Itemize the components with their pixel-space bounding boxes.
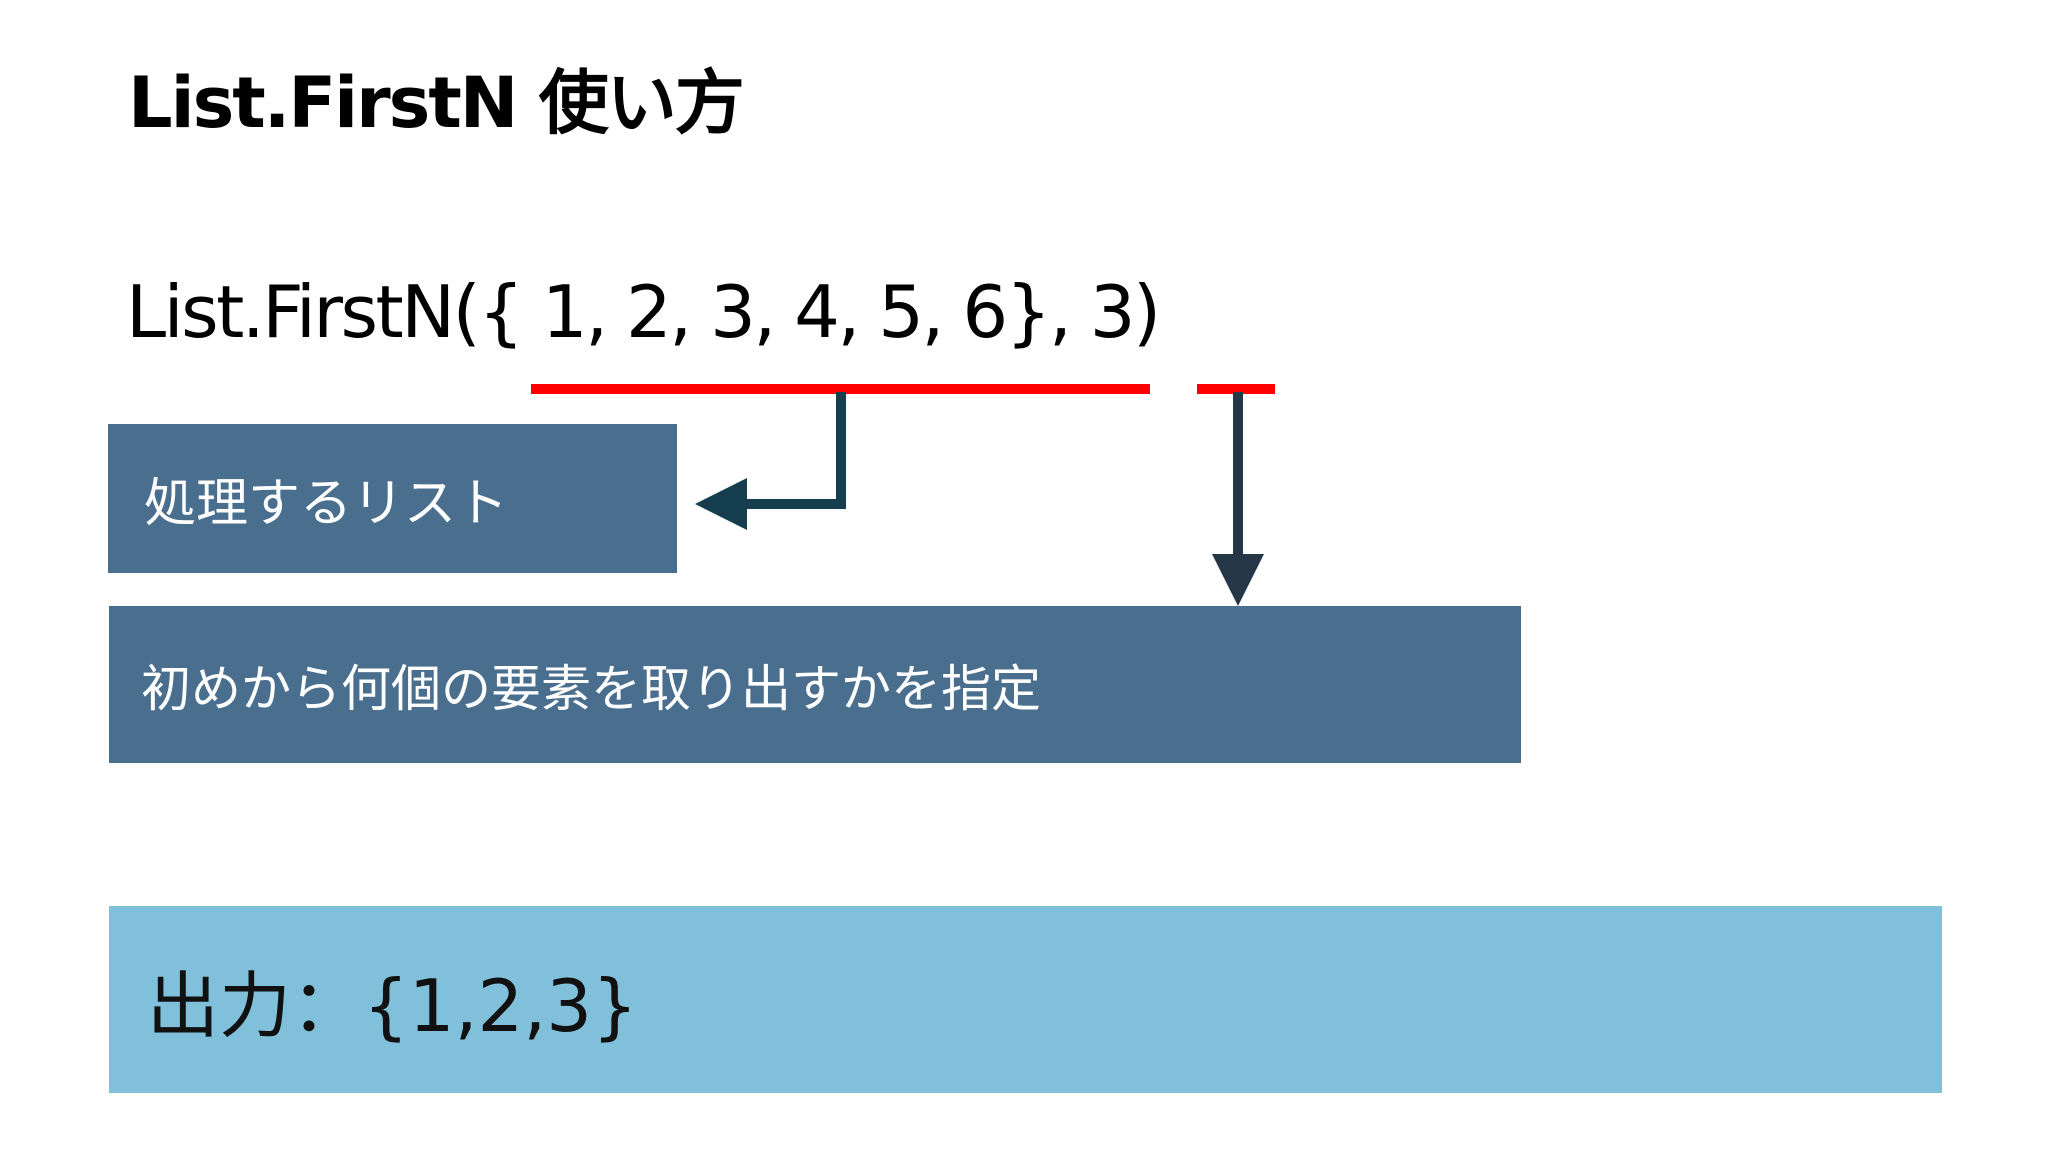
list-parameter-box: 処理するリスト bbox=[108, 424, 677, 573]
list-argument-underline bbox=[531, 384, 1150, 394]
list-parameter-label: 処理するリスト bbox=[144, 474, 509, 534]
count-argument-underline bbox=[1197, 384, 1275, 394]
arrow-down-icon bbox=[1212, 392, 1264, 606]
slide-title: List.FirstN 使い方 bbox=[128, 62, 745, 144]
count-parameter-label: 初めから何個の要素を取り出すかを指定 bbox=[141, 659, 1041, 718]
output-label: 出力：{1,2,3} bbox=[147, 964, 638, 1048]
code-expression: List.FirstN({ 1, 2, 3, 4, 5, 6}, 3) bbox=[126, 270, 1161, 354]
count-parameter-box: 初めから何個の要素を取り出すかを指定 bbox=[109, 606, 1521, 763]
elbow-arrow-left-icon bbox=[695, 392, 846, 530]
output-box: 出力：{1,2,3} bbox=[109, 906, 1942, 1093]
